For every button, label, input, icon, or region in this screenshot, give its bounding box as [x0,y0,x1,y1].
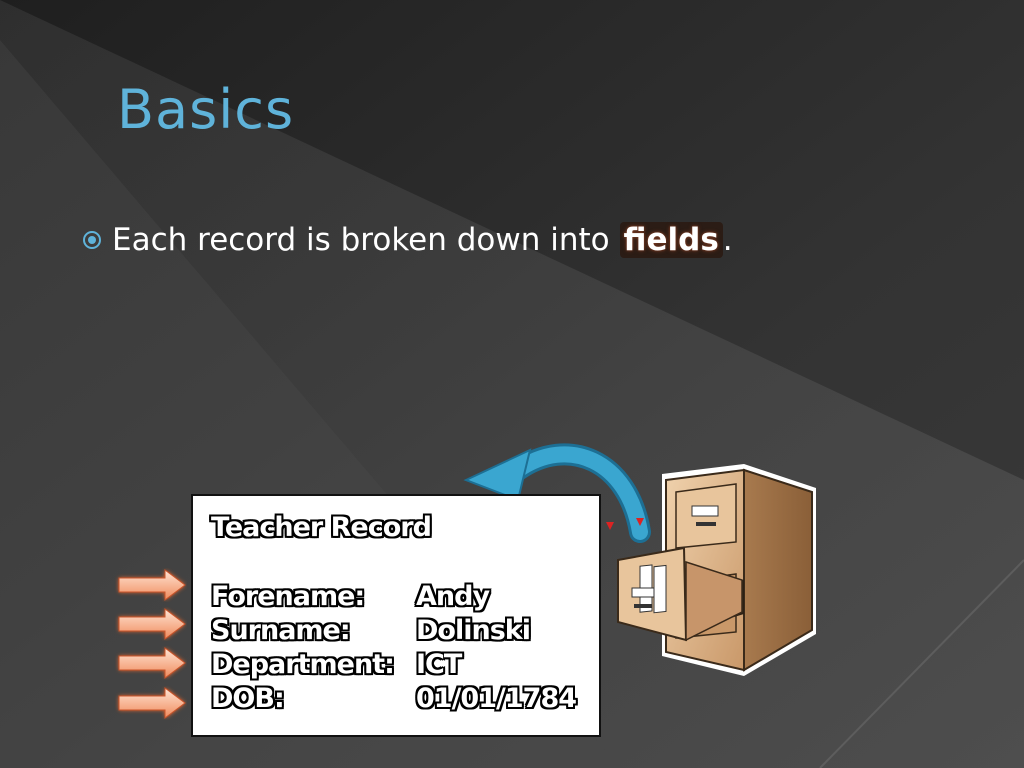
right-arrow-icon [118,647,186,679]
curved-arrow-icon [463,443,651,543]
bullet-text: Each record is broken down into fields. [112,218,733,262]
field-value: 01/01/1784 [416,683,577,714]
teacher-record-card: Teacher Record Forename: Andy Surname: D… [191,494,601,737]
field-label: DOB: [211,683,285,714]
slide-title: Basics [117,78,295,141]
target-circle-icon [72,220,112,260]
filing-cabinet-icon [617,464,816,676]
right-arrow-icon [118,687,186,719]
field-label: Department: [211,649,395,680]
bullet-text-main: Each record is broken down into [112,222,620,258]
field-row-department: Department: ICT [211,648,591,682]
field-value: Dolinski [416,615,531,646]
card-title: Teacher Record [211,512,432,543]
field-value: ICT [416,649,462,680]
bullet-emphasis: fields [619,222,723,258]
field-value: Andy [416,581,490,612]
right-arrow-icon [118,569,186,601]
right-arrow-icon [118,608,186,640]
bullet-item: Each record is broken down into fields. [72,218,733,262]
field-row-dob: DOB: 01/01/1784 [211,682,591,716]
field-label: Forename: [211,581,365,612]
field-row-surname: Surname: Dolinski [211,614,591,648]
bullet-suffix: . [722,222,733,258]
field-label: Surname: [211,615,351,646]
field-row-forename: Forename: Andy [211,580,591,614]
